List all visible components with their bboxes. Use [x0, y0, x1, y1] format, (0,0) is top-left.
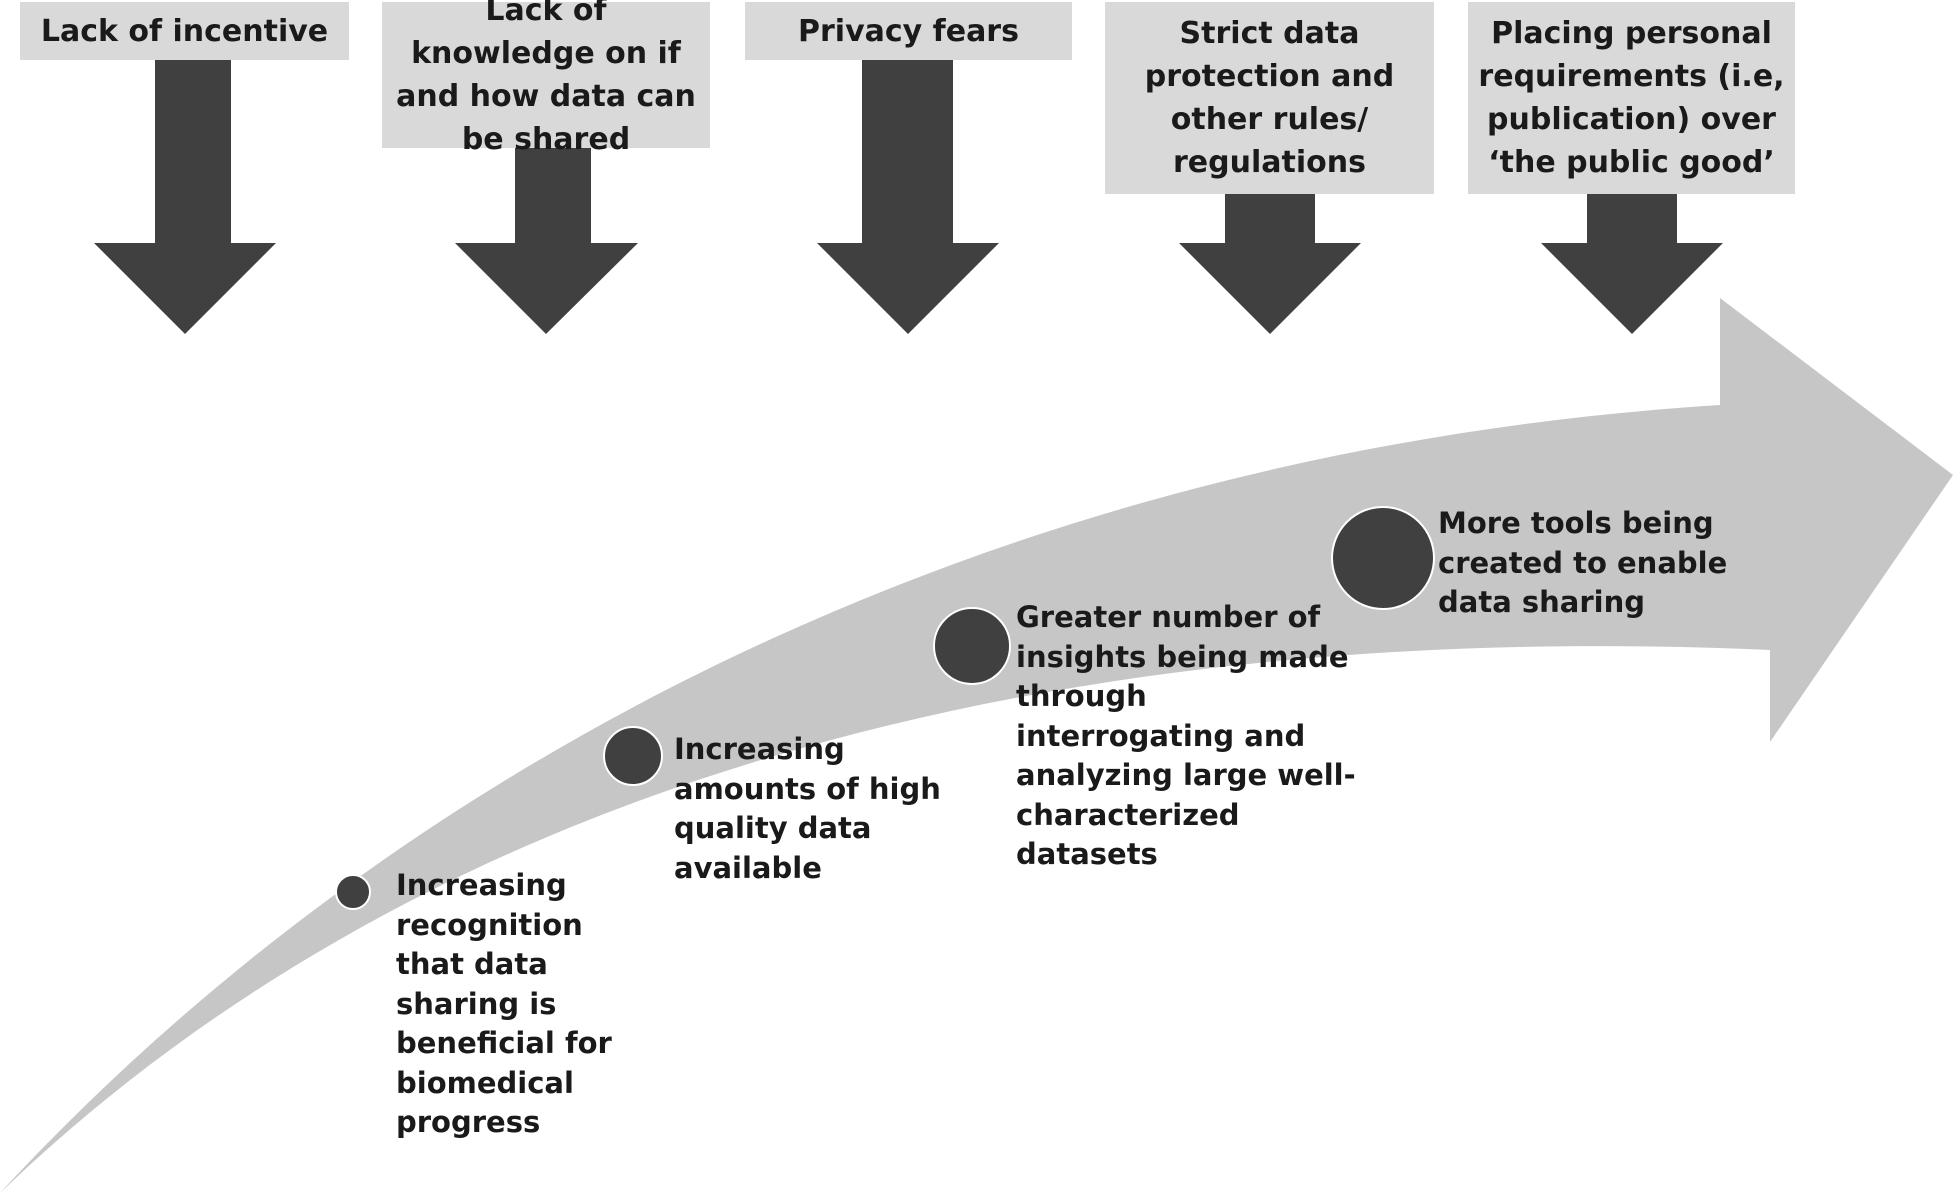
- barrier-down-arrow: [94, 60, 276, 334]
- barrier-label: Strict data protection and other rules/ …: [1144, 16, 1395, 180]
- milestone-dot-small: [335, 874, 371, 910]
- barrier-box-knowledge: Lack of knowledge on if and how data can…: [382, 0, 710, 157]
- barrier-down-arrow: [1179, 194, 1361, 334]
- barrier-down-arrow: [1541, 194, 1723, 334]
- driver-label-tools: More tools being created to enable data …: [1438, 506, 1728, 619]
- barrier-label: Lack of incentive: [40, 13, 329, 49]
- driver-label-recognition: Increasing recognition that data sharing…: [396, 868, 612, 1139]
- barrier-label: Placing personal requirements (i.e, publ…: [1478, 16, 1785, 180]
- milestone-dot-large: [933, 607, 1011, 685]
- barrier-label: Lack of knowledge on if and how data can…: [396, 0, 696, 157]
- milestone-dot-xlarge: [1331, 506, 1435, 610]
- barrier-label: Privacy fears: [798, 13, 1019, 49]
- barrier-down-arrow: [817, 60, 999, 334]
- barrier-box-personal-requirements: Placing personal requirements (i.e, publ…: [1468, 2, 1795, 194]
- curved-progress-arrow: [0, 298, 1953, 1193]
- driver-label-insights: Greater number of insights being made th…: [1016, 600, 1356, 871]
- barrier-down-arrow: [455, 148, 638, 334]
- driver-label-data-quality: Increasing amounts of high quality data …: [674, 732, 941, 885]
- milestone-dot-medium: [603, 726, 663, 786]
- barrier-box-incentive: Lack of incentive: [20, 2, 349, 60]
- barrier-box-regulations: Strict data protection and other rules/ …: [1105, 2, 1434, 194]
- barrier-box-privacy: Privacy fears: [745, 2, 1072, 60]
